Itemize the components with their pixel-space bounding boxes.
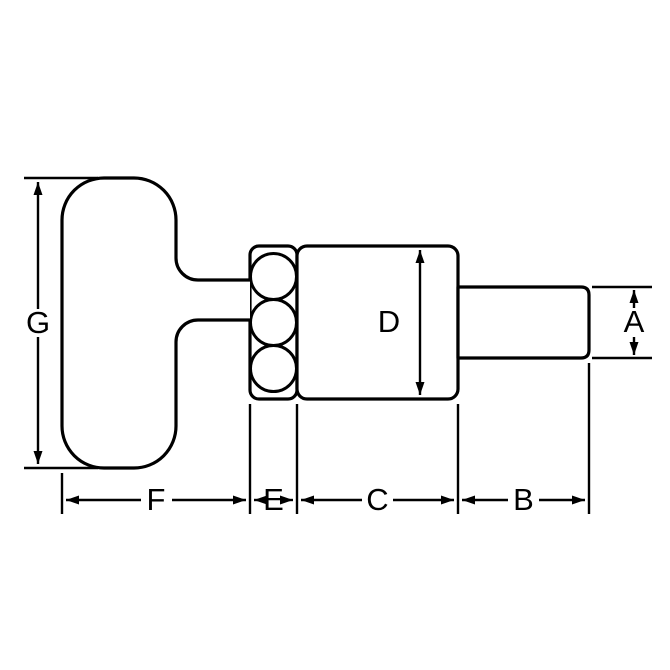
t-handle-outline bbox=[60, 176, 252, 470]
dim-label-a: A bbox=[624, 304, 645, 339]
pin-shaft-outline bbox=[456, 285, 591, 360]
dim-label-b: B bbox=[513, 482, 534, 517]
dim-label-d: D bbox=[378, 304, 400, 339]
dim-label-g: G bbox=[26, 305, 50, 340]
dim-label-c: C bbox=[366, 482, 388, 517]
dim-label-f: F bbox=[147, 482, 166, 517]
dim-label-e: E bbox=[263, 482, 284, 517]
hex-collar-outline bbox=[248, 244, 299, 401]
